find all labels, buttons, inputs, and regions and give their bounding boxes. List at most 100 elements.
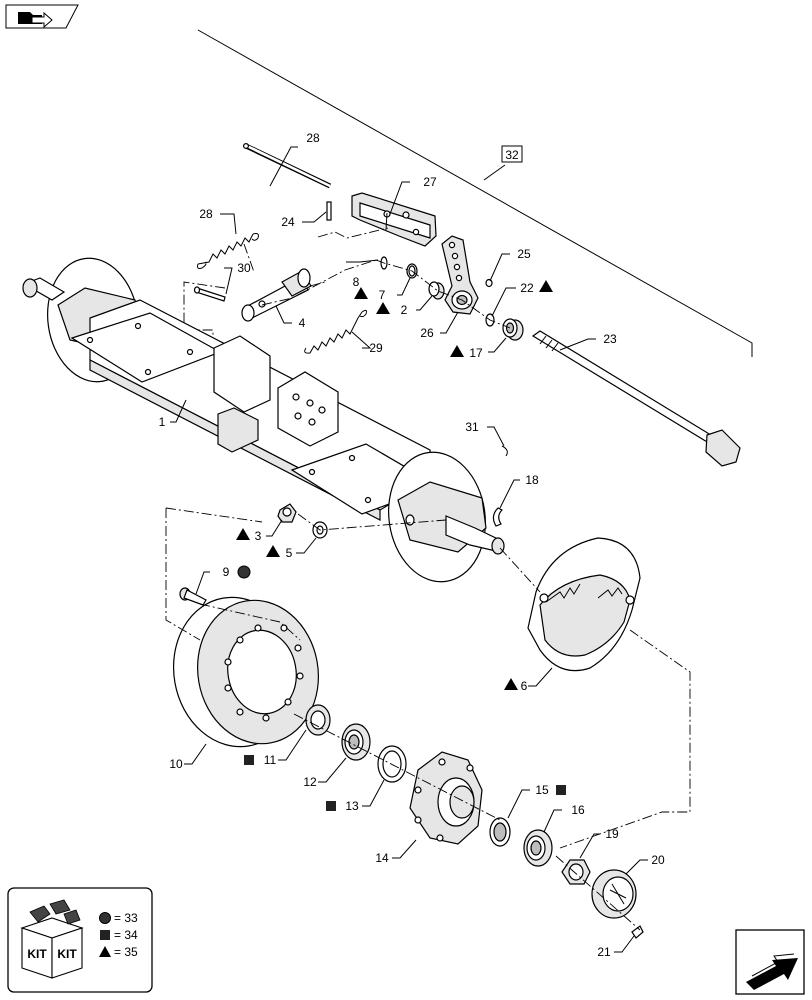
callout-32: 32 [501, 145, 523, 163]
square-marker [100, 930, 110, 940]
callout-28b: 29 [369, 341, 383, 355]
next-page-arrow-icon[interactable] [735, 929, 805, 995]
nut-3 [277, 503, 297, 523]
assembly-bracket-32 [197, 29, 753, 357]
square-marker [326, 801, 336, 811]
callout-28a: 28 [199, 207, 213, 221]
callouts: 28 32 27 28 24 30 25 22 8 7 [159, 131, 665, 959]
svg-text:9: 9 [223, 565, 230, 579]
svg-text:4: 4 [299, 316, 306, 330]
kit-legend-item-34: = 34 [100, 928, 138, 942]
triangle-marker [236, 528, 250, 540]
callout-18: 18 [525, 473, 539, 487]
callout-11: 11 [244, 753, 277, 767]
rod-29 [243, 143, 332, 189]
bushing-17 [502, 318, 524, 341]
cap-20 [591, 869, 637, 919]
svg-text:KIT: KIT [27, 947, 47, 961]
callout-4: 4 [299, 316, 306, 330]
folder-arrow-icon[interactable] [5, 4, 79, 29]
svg-text:12: 12 [303, 775, 317, 789]
callout-31: 31 [465, 420, 479, 434]
svg-text:18: 18 [525, 473, 539, 487]
hub-14 [409, 751, 483, 845]
brake-drum-10 [172, 596, 319, 748]
brake-shoes-6 [527, 537, 641, 672]
bracket-27 [351, 192, 437, 247]
callout-5: 5 [266, 545, 293, 560]
callout-16: 16 [571, 803, 585, 817]
circle-marker [99, 912, 111, 924]
svg-text:30: 30 [237, 261, 251, 275]
bolt-9 [179, 587, 207, 606]
pin-24 [326, 201, 332, 221]
callout-3: 3 [236, 528, 262, 543]
callout-19: 19 [605, 827, 619, 841]
svg-text:11: 11 [264, 753, 277, 767]
assembly-lines-lower [165, 507, 691, 931]
svg-text:7: 7 [379, 288, 386, 302]
spring-28-upper [197, 233, 259, 269]
square-marker [556, 785, 566, 795]
svg-text:10: 10 [169, 757, 183, 771]
triangle-marker [354, 287, 368, 299]
svg-text:20: 20 [651, 853, 665, 867]
kit-legend-item-33: = 33 [99, 911, 138, 925]
triangle-marker [376, 302, 390, 314]
callout-24: 24 [281, 215, 295, 229]
svg-text:28: 28 [199, 207, 213, 221]
callout-20: 20 [651, 853, 665, 867]
triangle-marker [539, 280, 553, 292]
svg-text:5: 5 [286, 546, 293, 560]
pin-25 [485, 278, 493, 288]
svg-text:24: 24 [281, 215, 295, 229]
callout-10: 10 [169, 757, 183, 771]
callout-1: 1 [159, 415, 166, 429]
callout-29: 28 [306, 131, 320, 145]
callout-12: 12 [303, 775, 317, 789]
triangle-marker [266, 545, 280, 557]
clip-18 [492, 507, 504, 527]
svg-text:8: 8 [353, 275, 360, 289]
kit-box-icon: KIT KIT [20, 899, 84, 979]
spring-28-lower [304, 309, 367, 354]
callout-6: 6 [504, 678, 528, 693]
callout-9: 9 [223, 565, 251, 579]
svg-text:3: 3 [255, 529, 262, 543]
nut-19 [561, 859, 591, 885]
svg-text:26: 26 [420, 326, 434, 340]
callout-14: 14 [375, 851, 389, 865]
svg-text:23: 23 [603, 332, 617, 346]
svg-text:27: 27 [423, 175, 437, 189]
bearing-16 [523, 829, 553, 867]
svg-text:15: 15 [535, 783, 549, 797]
svg-text:= 34: = 34 [114, 928, 138, 942]
callout-26: 26 [420, 326, 434, 340]
pin-30 [193, 286, 226, 302]
circle-marker [237, 565, 251, 579]
square-marker [244, 755, 254, 765]
callout-21: 21 [597, 945, 611, 959]
svg-text:KIT: KIT [57, 947, 77, 961]
callout-27: 27 [423, 175, 437, 189]
svg-text:13: 13 [345, 799, 359, 813]
callout-7: 7 [354, 287, 386, 302]
svg-text:25: 25 [517, 247, 531, 261]
svg-text:= 35: = 35 [114, 945, 138, 959]
triangle-marker [504, 678, 518, 690]
svg-text:28: 28 [306, 131, 320, 145]
svg-text:1: 1 [159, 415, 166, 429]
callout-2: 2 [376, 302, 408, 317]
svg-text:2: 2 [401, 303, 408, 317]
actuator-rod-4 [241, 268, 312, 322]
callout-30: 30 [237, 261, 251, 275]
pin-31 [501, 445, 508, 457]
svg-text:14: 14 [375, 851, 389, 865]
callout-15: 15 [535, 783, 566, 797]
svg-text:19: 19 [605, 827, 619, 841]
svg-text:= 33: = 33 [114, 911, 138, 925]
callout-25: 25 [517, 247, 531, 261]
svg-text:17: 17 [469, 346, 483, 360]
kit-legend-item-35: = 35 [99, 945, 138, 959]
triangle-marker [450, 345, 464, 357]
